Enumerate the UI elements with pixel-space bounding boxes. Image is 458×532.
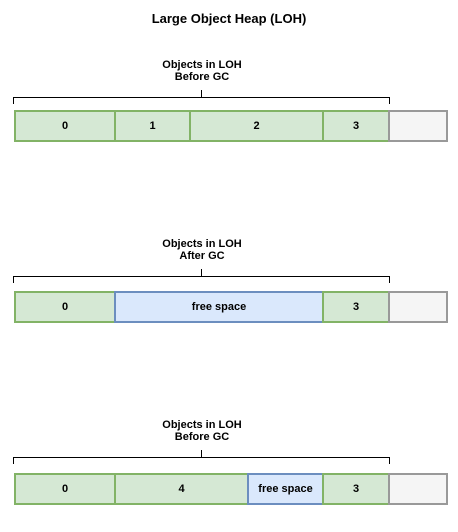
diagram-title: Large Object Heap (LOH) bbox=[151, 11, 307, 26]
panel-3-brace bbox=[13, 457, 390, 458]
panel-3-label-line2: Before GC bbox=[174, 431, 230, 443]
panel-3-label: Objects in LOH Before GC bbox=[152, 419, 252, 443]
heap-object-block: 0 bbox=[14, 473, 116, 505]
panel-3-label-line1: Objects in LOH bbox=[162, 419, 242, 431]
panel-2-brace bbox=[13, 276, 390, 277]
heap-object-block: 3 bbox=[322, 110, 390, 142]
panel-3-brace-tick bbox=[201, 450, 202, 457]
heap-object-block: 4 bbox=[114, 473, 249, 505]
heap-object-block: 3 bbox=[322, 291, 390, 323]
panel-2-label-line1: Objects in LOH bbox=[162, 238, 242, 250]
heap-unused-block bbox=[388, 110, 448, 142]
panel-1-label-line1: Objects in LOH bbox=[162, 59, 242, 71]
heap-unused-block bbox=[388, 291, 448, 323]
panel-3-brace-left-end bbox=[13, 457, 14, 464]
heap-object-block: 0 bbox=[14, 110, 116, 142]
heap-object-block: 2 bbox=[189, 110, 324, 142]
heap-object-block: 1 bbox=[114, 110, 191, 142]
panel-1-heap-row: 0 1 2 3 bbox=[14, 110, 448, 144]
panel-1-label-line2: Before GC bbox=[174, 71, 230, 83]
heap-free-space-block: free space bbox=[114, 291, 324, 323]
panel-2-brace-tick bbox=[201, 269, 202, 276]
panel-2-heap-row: 0 free space 3 bbox=[14, 291, 448, 325]
heap-object-block: 0 bbox=[14, 291, 116, 323]
panel-2-label: Objects in LOH After GC bbox=[152, 238, 252, 262]
panel-2-brace-left-end bbox=[13, 276, 14, 283]
panel-1-brace-right-end bbox=[389, 97, 390, 104]
panel-3-heap-row: 0 4 free space 3 bbox=[14, 473, 448, 507]
heap-object-block: 3 bbox=[322, 473, 390, 505]
heap-unused-block bbox=[388, 473, 448, 505]
panel-3-brace-right-end bbox=[389, 457, 390, 464]
panel-1-brace-tick bbox=[201, 90, 202, 97]
panel-2-label-line2: After GC bbox=[179, 250, 225, 262]
panel-1-label: Objects in LOH Before GC bbox=[152, 59, 252, 83]
panel-2-brace-right-end bbox=[389, 276, 390, 283]
panel-1-brace-left-end bbox=[13, 97, 14, 104]
panel-1-brace bbox=[13, 97, 390, 98]
heap-free-space-block: free space bbox=[247, 473, 324, 505]
